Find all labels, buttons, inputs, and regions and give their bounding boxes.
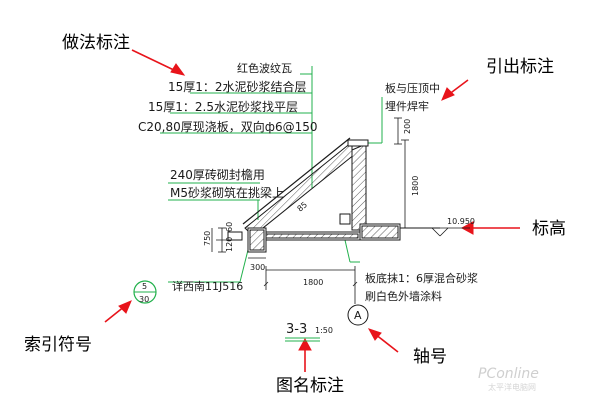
callout-index-symbol: 索引符号 [24, 335, 92, 355]
callout-axis: 轴号 [413, 347, 447, 367]
layer-note-4: C20,80厚现浇板，双向ф6@150 [138, 119, 318, 134]
wall-note-1: 240厚砖砌封檐用 [170, 167, 265, 182]
dim-60: 60 [225, 222, 234, 232]
drawing-title-scale: 1:50 [315, 326, 333, 335]
layer-note-2: 15厚1：2水泥砂浆结合层 [168, 79, 307, 94]
top-note-2: 埋件焊牢 [385, 99, 429, 113]
callout-drawing-title: 图名标注 [276, 376, 344, 396]
watermark-sub: 太平洋电脑网 [488, 382, 536, 392]
canopy-structure [227, 137, 440, 253]
bottom-note-2: 刷白色外墙涂料 [365, 289, 442, 303]
dim-200: 200 [403, 119, 412, 134]
callout-arrows [104, 49, 520, 372]
layer-note-1: 红色波纹瓦 [237, 61, 292, 75]
watermark-brand: PConline [478, 366, 539, 382]
wall-note-2: M5砂浆砌筑在挑梁上 [170, 185, 284, 200]
index-top: 5 [142, 282, 147, 291]
dim-1800-vertical: 1800 [411, 176, 420, 196]
drawing-title-name: 3-3 [286, 322, 307, 337]
axis-symbol: A [347, 304, 369, 326]
dim-elevation: 10.950 [447, 217, 475, 226]
callout-leader-note: 引出标注 [486, 57, 554, 77]
dim-750: 750 [203, 231, 212, 246]
callout-elevation: 标高 [532, 219, 566, 239]
dim-300: 300 [250, 263, 265, 272]
axis-label: A [354, 309, 362, 322]
index-bottom: 30 [139, 295, 149, 304]
index-symbol: 5 30 [133, 280, 157, 304]
callout-method-note: 做法标注 [62, 33, 130, 53]
bottom-note-1: 板底抹1：6厚混合砂浆 [365, 271, 478, 285]
top-note-1: 板与压顶中 [385, 81, 440, 95]
dimension-lines [211, 117, 470, 304]
reference-note: 详西南11J516 [172, 279, 243, 293]
dim-120: 120 [225, 237, 234, 252]
dim-1800-horizontal: 1800 [303, 278, 323, 287]
layer-note-3: 15厚1：2.5水泥砂浆找平层 [148, 99, 298, 114]
dim-slope: 85 [296, 200, 310, 213]
